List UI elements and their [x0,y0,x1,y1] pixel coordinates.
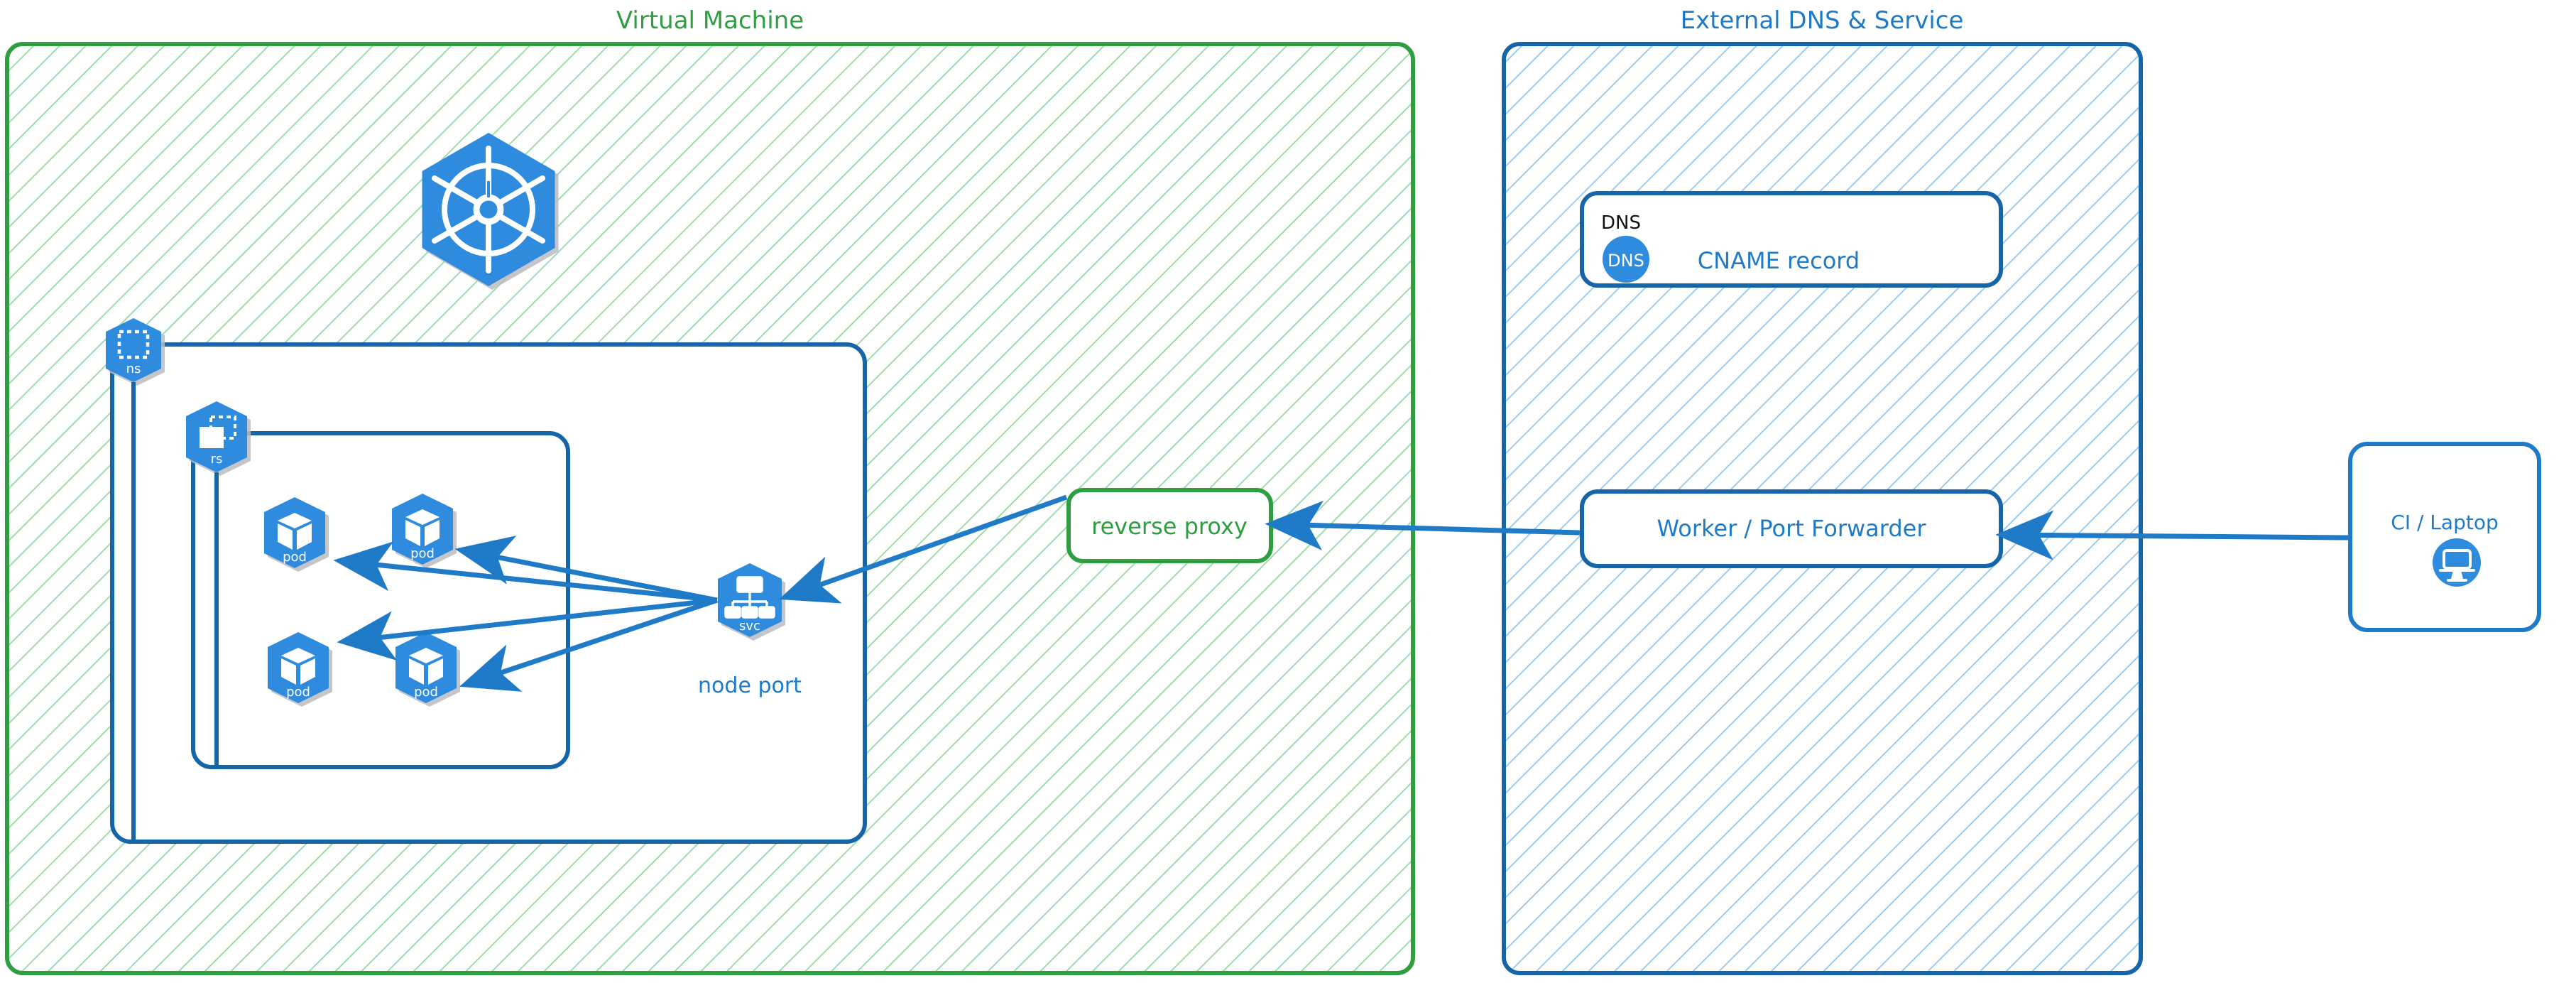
worker-label: Worker / Port Forwarder [1657,515,1927,542]
pod-2: pod [392,494,453,565]
dns-cname-node[interactable]: DNS DNS CNAME record [1580,191,2003,288]
k8s-namespace-icon: ns [106,318,161,382]
replicaset-container [191,431,570,769]
edge-proxy-to-service [779,494,1068,604]
reverse-proxy-node[interactable]: reverse proxy [1066,488,1273,563]
replicaset-label: rs [211,452,223,467]
pod-3: pod [268,632,329,703]
k8s-pod-icon [281,648,315,685]
edge-svc-pod4 [459,597,719,692]
edge-worker-to-proxy [1265,500,1581,550]
dns-circle-icon: DNS [1603,236,1649,283]
k8s-pod-icon [278,513,312,550]
client-node[interactable]: CI / Laptop [2348,442,2541,632]
kubernetes-wheel-icon [422,133,555,286]
edge-svc-pod3 [337,597,718,661]
k8s-replicaset-icon: rs [186,401,247,472]
pod-label: pod [410,546,435,561]
edge-client-to-worker [1995,510,2349,560]
dns-card[interactable] [1580,191,2003,288]
node-port-caption: node port [698,673,802,698]
pod-label: pod [286,685,310,700]
dns-card-header: DNS [1601,212,1641,234]
edge-svc-pod2 [454,536,718,603]
badge-connectors [131,382,219,842]
pod-label: pod [283,550,307,565]
dns-badge-text: DNS [1608,251,1644,271]
k8s-pod-icon [405,509,440,546]
pod-4: pod [395,632,457,703]
pod-1: pod [264,497,325,568]
reverse-proxy-label: reverse proxy [1091,513,1248,540]
namespace-label: ns [126,362,141,376]
k8s-pod-icon [409,648,443,685]
client-box[interactable] [2348,442,2541,632]
client-label: CI / Laptop [2391,511,2498,534]
desktop-monitor-icon [2433,538,2481,587]
external-dns-title: External DNS & Service [1681,6,1964,35]
service-label: svc [739,619,760,634]
worker-node[interactable]: Worker / Port Forwarder [1580,489,2003,568]
service-to-pod-edges [333,536,719,692]
edge-svc-pod1 [333,541,718,603]
k8s-service-icon: svc [718,563,782,637]
cname-record-label: CNAME record [1698,247,1860,274]
virtual-machine-title: Virtual Machine [616,6,804,35]
pod-label: pod [414,685,438,700]
